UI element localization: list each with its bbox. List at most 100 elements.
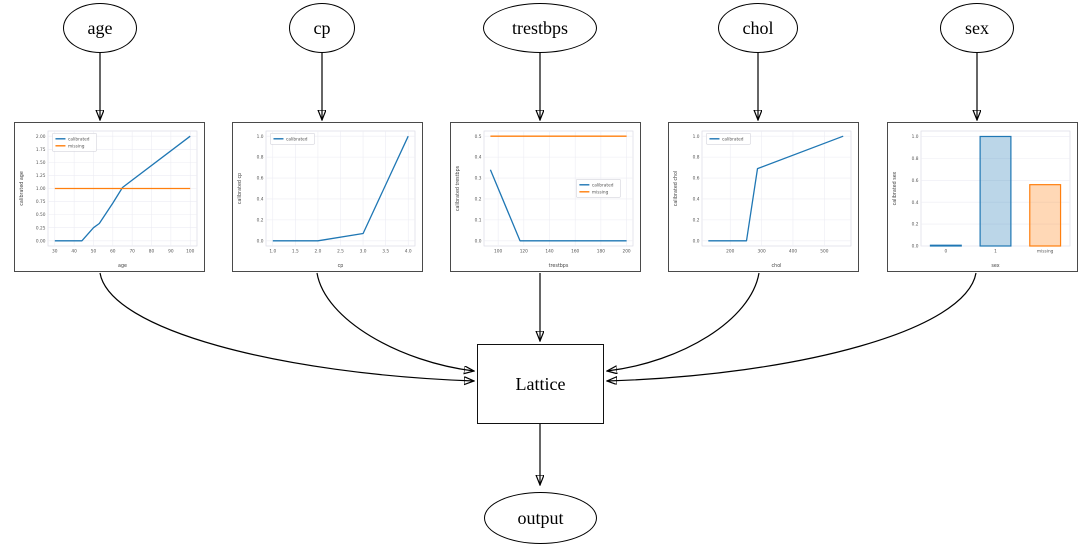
svg-text:0.8: 0.8	[912, 156, 919, 162]
svg-text:1.75: 1.75	[36, 147, 46, 153]
svg-text:0.8: 0.8	[693, 155, 700, 161]
svg-text:0.25: 0.25	[36, 225, 46, 231]
svg-text:0.8: 0.8	[257, 155, 264, 161]
svg-text:chol: chol	[772, 263, 782, 269]
output-node-label: output	[517, 507, 564, 528]
lattice-node-label: Lattice	[515, 373, 566, 394]
svg-text:0.2: 0.2	[912, 222, 919, 228]
input-node-label: cp	[313, 17, 331, 38]
svg-text:age: age	[118, 264, 127, 269]
lattice-node: Lattice	[477, 344, 604, 424]
svg-text:140: 140	[545, 249, 553, 255]
cp-calibration-plot: 0.0 0.2 0.4 0.6 0.8 1.0 1.0 1.5 2.0 2.5 3.0 3.5 4.0 c…	[237, 130, 416, 269]
svg-text:30: 30	[52, 249, 58, 255]
svg-text:3.5: 3.5	[382, 249, 389, 255]
svg-text:1.25: 1.25	[36, 173, 46, 179]
svg-text:0.0: 0.0	[475, 238, 482, 244]
svg-text:400: 400	[789, 249, 797, 255]
input-node-label: trestbps	[512, 17, 568, 38]
edge-cp-to-lattice	[316, 272, 474, 371]
svg-text:0.6: 0.6	[912, 178, 919, 184]
input-node-cp: cp	[289, 3, 355, 53]
svg-text:calibrated cp: calibrated cp	[237, 173, 243, 204]
svg-text:0.1: 0.1	[475, 217, 482, 223]
edge-age-to-lattice	[99, 272, 474, 381]
svg-text:0.5: 0.5	[475, 134, 482, 140]
svg-text:200: 200	[622, 249, 630, 255]
svg-text:0.4: 0.4	[693, 197, 700, 203]
svg-text:calibrated: calibrated	[68, 136, 90, 142]
input-node-chol: chol	[718, 3, 798, 53]
svg-text:2.0: 2.0	[315, 249, 322, 255]
svg-text:1.00: 1.00	[36, 186, 46, 192]
svg-text:0.2: 0.2	[693, 217, 700, 223]
svg-text:calibrated trestbps: calibrated trestbps	[455, 165, 461, 211]
svg-text:70: 70	[129, 249, 135, 255]
input-node-label: chol	[742, 17, 774, 38]
svg-text:cp: cp	[338, 264, 344, 269]
edge-chol-to-lattice	[607, 272, 760, 371]
svg-text:2.5: 2.5	[337, 249, 344, 255]
svg-text:1.5: 1.5	[292, 249, 299, 255]
svg-text:80: 80	[149, 249, 155, 255]
edge-sex-to-lattice	[607, 272, 977, 381]
svg-text:1.0: 1.0	[693, 134, 700, 140]
svg-text:0.0: 0.0	[912, 244, 919, 250]
svg-text:1.0: 1.0	[912, 134, 919, 140]
input-node-trestbps: trestbps	[483, 3, 597, 53]
svg-text:sex: sex	[991, 264, 999, 269]
svg-text:0.75: 0.75	[36, 199, 46, 205]
svg-text:200: 200	[726, 249, 734, 255]
svg-text:missing: missing	[1037, 249, 1054, 255]
svg-text:0.4: 0.4	[257, 197, 264, 203]
svg-text:0.6: 0.6	[257, 176, 264, 182]
svg-text:calibrated: calibrated	[722, 136, 744, 142]
calibrator-chart-cp: 0.0 0.2 0.4 0.6 0.8 1.0 1.0 1.5 2.0 2.5 3.0 3.5 4.0 c…	[232, 122, 423, 272]
svg-text:100: 100	[186, 249, 194, 255]
svg-text:0.0: 0.0	[257, 238, 264, 244]
svg-text:100: 100	[494, 249, 502, 255]
svg-text:2.00: 2.00	[36, 134, 46, 140]
svg-text:calibrated: calibrated	[592, 182, 614, 188]
input-node-label: sex	[965, 17, 989, 38]
input-node-label: age	[87, 17, 113, 38]
output-node: output	[484, 492, 597, 544]
svg-text:0.50: 0.50	[36, 212, 46, 218]
svg-text:0: 0	[944, 249, 947, 255]
svg-text:missing: missing	[68, 143, 85, 149]
svg-text:50: 50	[91, 249, 97, 255]
svg-text:300: 300	[757, 249, 765, 255]
svg-text:trestbps: trestbps	[549, 263, 569, 269]
svg-text:1.0: 1.0	[269, 249, 276, 255]
svg-text:0.00: 0.00	[36, 238, 46, 244]
svg-text:0.0: 0.0	[693, 238, 700, 244]
input-node-sex: sex	[940, 3, 1014, 53]
svg-text:0.2: 0.2	[257, 217, 264, 223]
svg-text:0.4: 0.4	[475, 155, 482, 161]
svg-text:3.0: 3.0	[360, 249, 367, 255]
svg-text:calibrated age: calibrated age	[19, 171, 25, 206]
svg-text:1.0: 1.0	[257, 134, 264, 140]
svg-text:calibrated: calibrated	[286, 136, 308, 142]
svg-text:0.4: 0.4	[912, 200, 919, 206]
input-node-age: age	[63, 3, 137, 53]
svg-text:1.50: 1.50	[36, 160, 46, 166]
svg-text:0.3: 0.3	[475, 176, 482, 182]
svg-text:0.6: 0.6	[693, 176, 700, 182]
svg-text:0.2: 0.2	[475, 197, 482, 203]
svg-text:180: 180	[597, 249, 605, 255]
svg-text:4.0: 4.0	[405, 249, 412, 255]
svg-text:missing: missing	[592, 189, 609, 195]
svg-text:calibrated sex: calibrated sex	[892, 171, 898, 205]
svg-text:calibrated chol: calibrated chol	[673, 171, 679, 207]
